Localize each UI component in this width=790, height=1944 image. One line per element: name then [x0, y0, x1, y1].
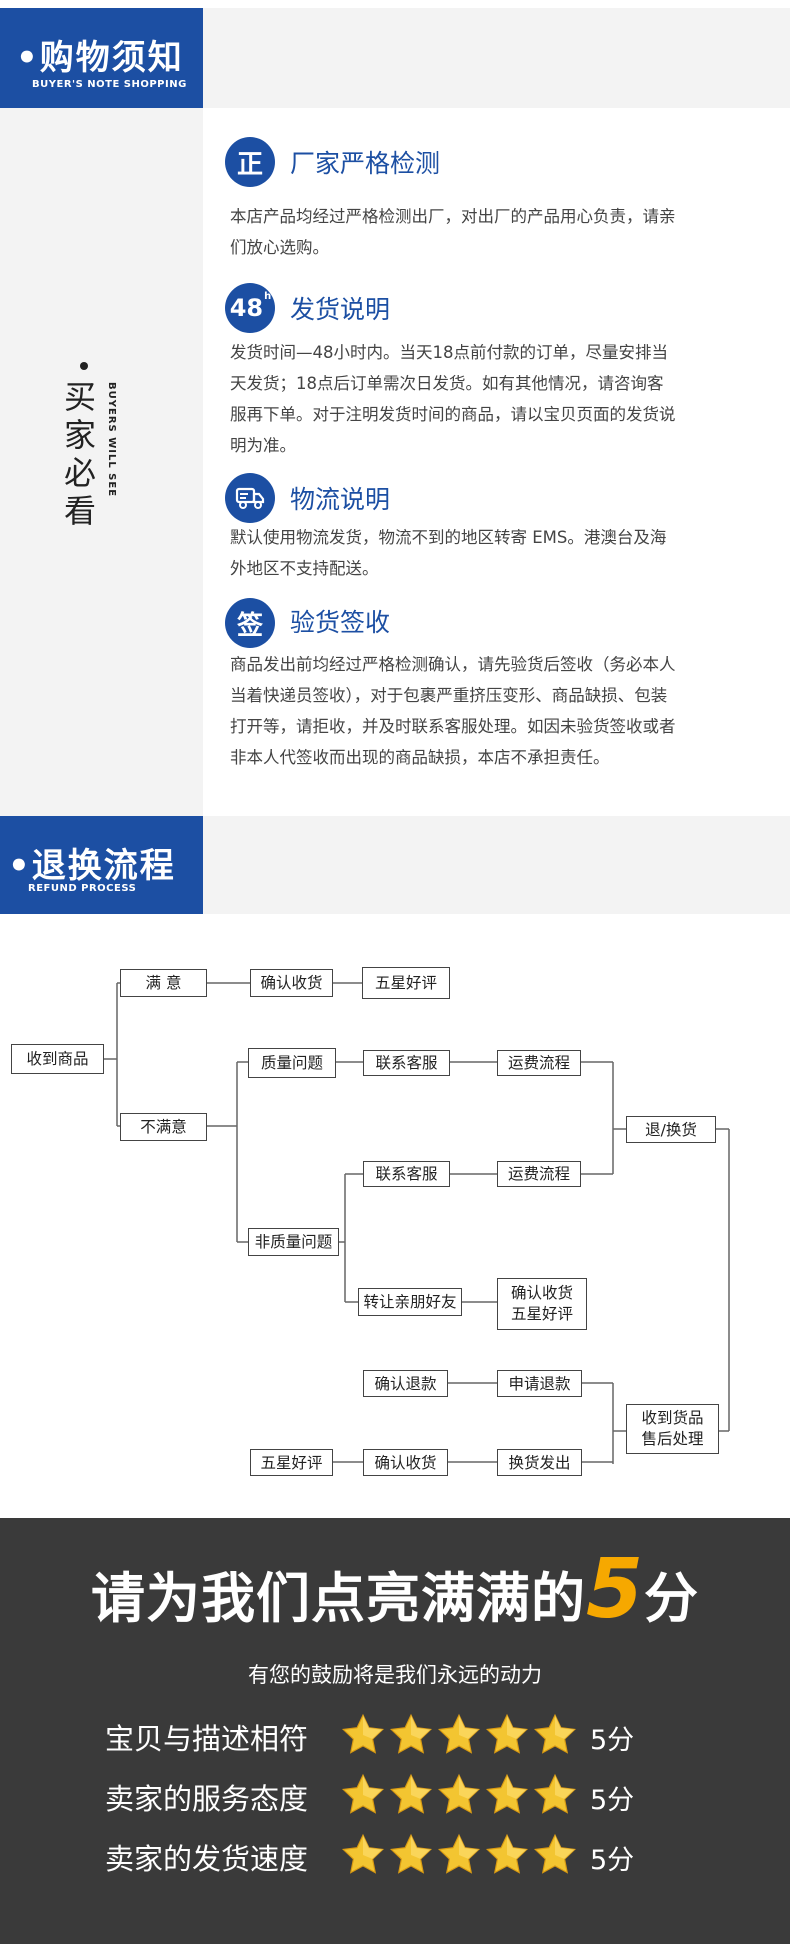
- star-icon[interactable]: [340, 1832, 386, 1878]
- flowchart-connectors: [104, 982, 730, 1464]
- rating-row: 卖家的发货速度 5分: [0, 1832, 790, 1880]
- notice-subtitle: BUYER'S NOTE SHOPPING: [32, 79, 187, 90]
- node-freight-process: 运费流程: [497, 1050, 581, 1076]
- side-dot: [80, 362, 88, 370]
- star-icon[interactable]: [484, 1832, 530, 1878]
- node-satisfied: 满 意: [120, 969, 207, 997]
- rating-score: 5分: [590, 1725, 635, 1756]
- star-icon[interactable]: [436, 1712, 482, 1758]
- node-ship-exchange: 换货发出: [497, 1449, 582, 1476]
- node-apply-refund: 申请退款: [497, 1370, 582, 1397]
- node-receive: 收到商品: [11, 1044, 104, 1074]
- quality-check-icon: 正: [225, 137, 275, 187]
- star-icon[interactable]: [388, 1832, 434, 1878]
- notice-header-badge: •购物须知 BUYER'S NOTE SHOPPING: [0, 8, 203, 108]
- notice-side-column: [0, 108, 203, 816]
- node-five-star: 五星好评: [362, 967, 450, 999]
- rating-headline: 请为我们点亮满满的5分: [90, 1542, 700, 1637]
- refund-subtitle: REFUND PROCESS: [28, 883, 137, 894]
- node-confirm-five-star: 确认收货五星好评: [497, 1278, 587, 1330]
- side-sublabel: BUYERS WILL SEE: [106, 382, 117, 498]
- node-transfer-friends: 转让亲朋好友: [358, 1288, 462, 1316]
- item-body: 商品发出前均经过严格检测确认，请先验货后签收（务必本人 当着快递员签收），对于包…: [230, 655, 676, 767]
- star-icon[interactable]: [532, 1832, 578, 1878]
- rating-score: 5分: [590, 1785, 635, 1816]
- item-body: 默认使用物流发货，物流不到的地区转寄 EMS。港澳台及海 外地区不支持配送。: [230, 528, 667, 578]
- item-title: 验货签收: [290, 608, 391, 637]
- rating-row: 卖家的服务态度 5分: [0, 1772, 790, 1820]
- item-title: 发货说明: [290, 295, 391, 324]
- rating-row: 宝贝与描述相符 5分: [0, 1712, 790, 1760]
- refund-header-badge: •退换流程 REFUND PROCESS: [0, 816, 203, 914]
- star-icon[interactable]: [340, 1772, 386, 1818]
- node-unsatisfied: 不满意: [120, 1113, 207, 1141]
- star-icon[interactable]: [388, 1772, 434, 1818]
- rating-label: 宝贝与描述相符: [105, 1722, 309, 1756]
- side-label: 买家必看: [64, 378, 97, 530]
- sign-icon: 签: [225, 598, 275, 648]
- node-confirm-receipt: 确认收货: [363, 1449, 448, 1476]
- rating-label: 卖家的发货速度: [105, 1842, 309, 1876]
- node-return-exchange: 退/换货: [626, 1116, 716, 1143]
- rating-score: 5分: [590, 1845, 635, 1876]
- node-quality-issue: 质量问题: [248, 1048, 336, 1078]
- truck-icon: [225, 473, 275, 523]
- node-contact-service: 联系客服: [363, 1161, 450, 1187]
- item-title: 物流说明: [290, 485, 391, 514]
- notice-title: •购物须知: [16, 38, 184, 78]
- node-freight-process: 运费流程: [497, 1161, 581, 1187]
- rating-label: 卖家的服务态度: [105, 1782, 309, 1816]
- rating-highlight-number: 5: [585, 1542, 645, 1637]
- refund-title: •退换流程: [8, 846, 176, 886]
- node-confirm-receipt: 确认收货: [250, 969, 333, 997]
- star-icon[interactable]: [484, 1712, 530, 1758]
- star-icon[interactable]: [436, 1772, 482, 1818]
- node-contact-service: 联系客服: [363, 1050, 450, 1076]
- star-icon[interactable]: [532, 1712, 578, 1758]
- node-non-quality-issue: 非质量问题: [248, 1228, 339, 1256]
- item-body: 发货时间—48小时内。当天18点前付款的订单，尽量安排当 天发货；18点后订单需…: [230, 343, 676, 455]
- star-icon[interactable]: [436, 1832, 482, 1878]
- star-icon[interactable]: [484, 1772, 530, 1818]
- rating-panel: 请为我们点亮满满的5分 有您的鼓励将是我们永远的动力 宝贝与描述相符 5分 卖家…: [0, 1518, 790, 1944]
- rating-subtitle: 有您的鼓励将是我们永远的动力: [248, 1663, 542, 1687]
- node-received-after-sales: 收到货品售后处理: [626, 1404, 719, 1454]
- item-title: 厂家严格检测: [290, 149, 441, 178]
- star-icon[interactable]: [340, 1712, 386, 1758]
- star-icon[interactable]: [388, 1712, 434, 1758]
- item-body: 本店产品均经过严格检测出厂，对出厂的产品用心负责，请亲 们放心选购。: [230, 207, 676, 257]
- node-five-star: 五星好评: [250, 1449, 333, 1476]
- star-icon[interactable]: [532, 1772, 578, 1818]
- node-confirm-refund: 确认退款: [363, 1370, 448, 1397]
